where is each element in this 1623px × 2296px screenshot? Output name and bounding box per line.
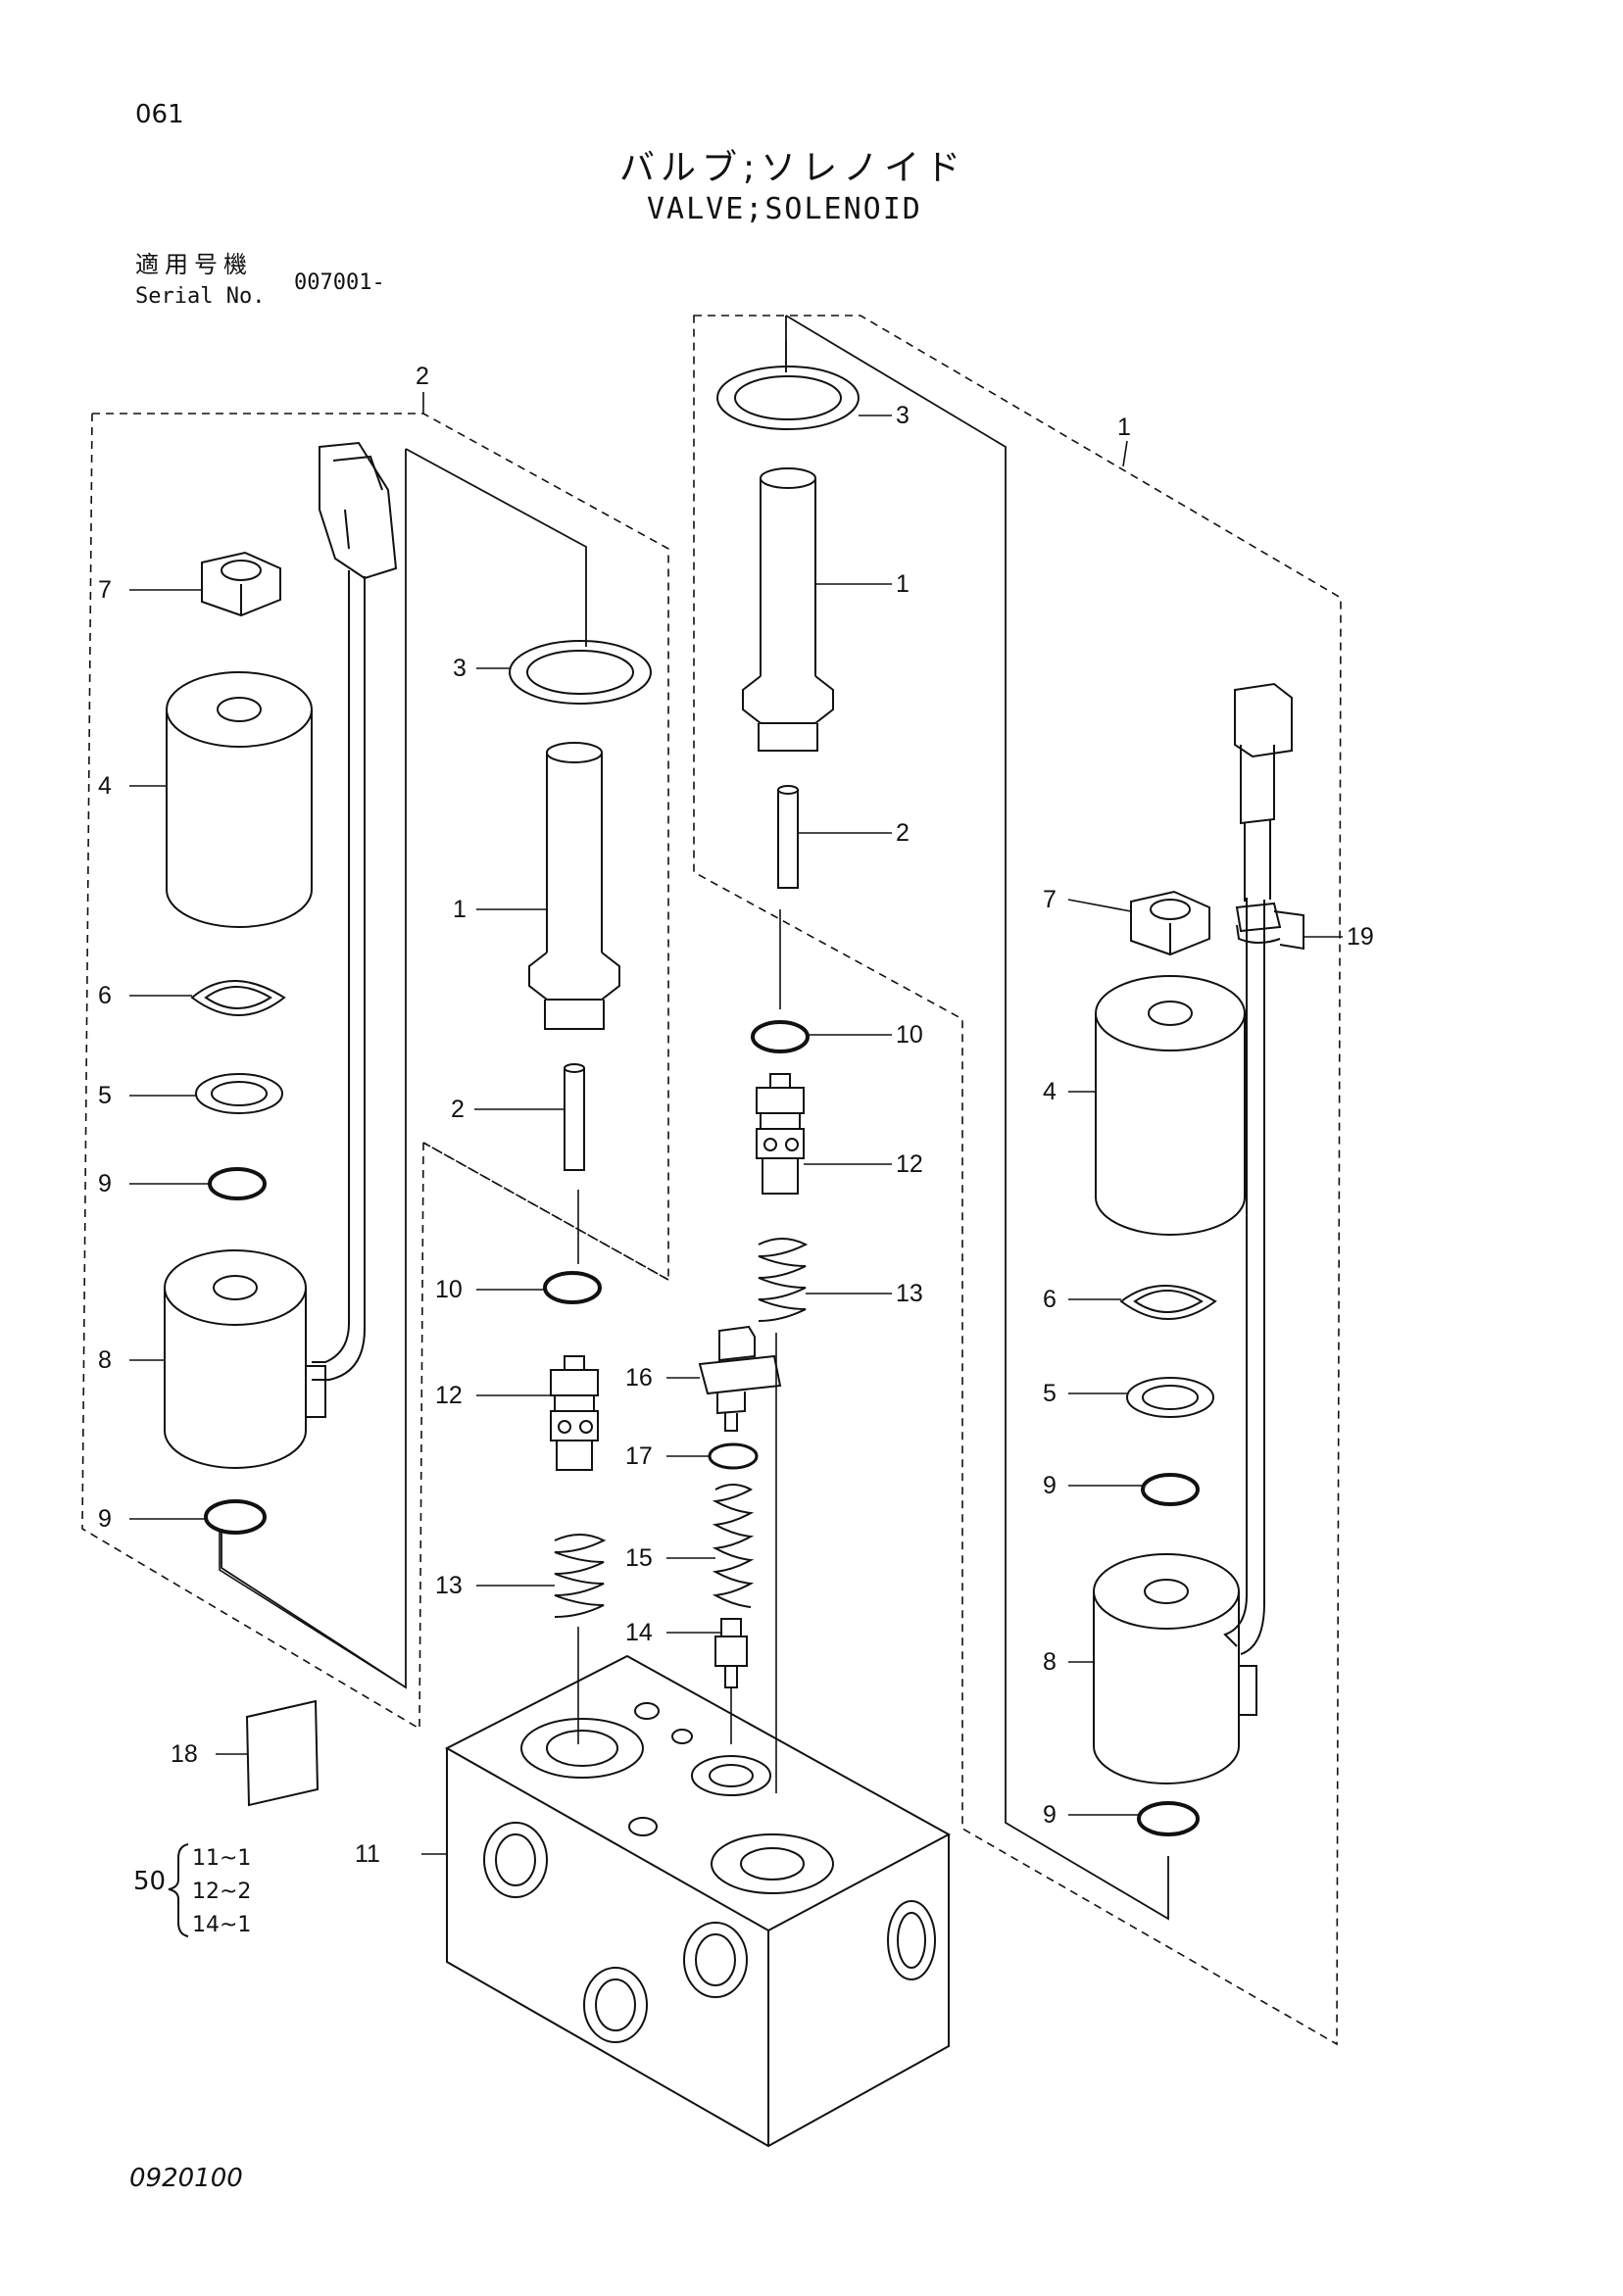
o-ring-part-9 <box>1141 1473 1200 1506</box>
callout-part-1: 1 <box>453 896 467 923</box>
serial-number-range: 007001- <box>294 270 385 295</box>
o-ring-part-10 <box>751 1020 810 1053</box>
callout-part-6: 6 <box>98 982 112 1009</box>
title-japanese: バルブ;ソレノイド <box>619 148 967 188</box>
coil-part-8 <box>1093 1553 1257 1784</box>
callout-part-9: 9 <box>1043 1801 1057 1829</box>
callout-part-10: 10 <box>435 1276 463 1303</box>
o-ring-part-9 <box>208 1167 267 1200</box>
callout-assembly-2: 2 <box>416 363 429 390</box>
callout-part-11: 11 <box>355 1840 380 1868</box>
callout-part-9: 9 <box>1043 1472 1057 1499</box>
nut-part-7 <box>1130 890 1210 956</box>
callout-part-16: 16 <box>625 1364 653 1392</box>
callout-part-8: 8 <box>98 1346 112 1374</box>
callout-part-4: 4 <box>98 772 112 800</box>
callout-part-2: 2 <box>896 819 910 847</box>
spool-part-12 <box>756 1073 805 1195</box>
washer-part-5 <box>195 1073 283 1114</box>
serial-label-english: Serial No. <box>135 284 266 309</box>
coil-part-4 <box>1095 975 1246 1236</box>
callout-part-14: 14 <box>625 1619 653 1646</box>
poppet-part-14 <box>714 1618 748 1688</box>
set-item: 14~1 <box>192 1913 252 1937</box>
callout-part-5: 5 <box>98 1082 112 1109</box>
seal-part-3 <box>509 640 652 705</box>
connector-harness-left <box>312 441 398 1381</box>
o-ring-part-17 <box>708 1442 759 1470</box>
set-item: 12~2 <box>192 1880 252 1904</box>
o-ring-part-9 <box>204 1499 267 1535</box>
page-number: 061 <box>135 100 184 129</box>
callout-part-8: 8 <box>1043 1648 1057 1676</box>
callout-part-19: 19 <box>1347 923 1374 951</box>
tube-part-1 <box>742 467 834 752</box>
clip-part-19 <box>1235 902 1304 951</box>
assembly-1-outline <box>785 315 1169 1921</box>
o-ring-part-9 <box>1137 1801 1200 1836</box>
callout-part-9: 9 <box>98 1505 112 1533</box>
plate-part-6 <box>1119 1285 1217 1320</box>
callout-part-12: 12 <box>435 1382 463 1409</box>
washer-part-5 <box>1126 1377 1214 1418</box>
plate-part-6 <box>190 980 286 1016</box>
callout-part-15: 15 <box>625 1544 653 1572</box>
spring-part-15 <box>712 1484 755 1608</box>
seal-part-3 <box>716 366 860 430</box>
assembly-1-boundary <box>693 315 1342 2046</box>
assembly-2-boundary <box>81 413 669 1731</box>
o-ring-part-10 <box>543 1271 602 1304</box>
callout-part-18: 18 <box>171 1740 198 1768</box>
valve-block-part-11 <box>444 1654 952 2148</box>
callout-part-5: 5 <box>1043 1380 1057 1407</box>
nut-part-7 <box>201 551 281 617</box>
set-item: 11~1 <box>192 1846 252 1871</box>
tube-part-1 <box>528 742 620 1030</box>
set-number: 50 <box>133 1867 167 1896</box>
callout-part-13: 13 <box>896 1280 923 1307</box>
callout-assembly-1: 1 <box>1117 414 1131 441</box>
title-english: VALVE;SOLENOID <box>647 192 922 226</box>
callout-part-7: 7 <box>98 576 112 604</box>
set-bracket <box>168 1843 189 1937</box>
drawing-number: 0920100 <box>129 2164 243 2193</box>
spool-part-12 <box>550 1355 599 1471</box>
callout-part-1: 1 <box>896 570 910 598</box>
callout-part-4: 4 <box>1043 1078 1057 1105</box>
callout-labels: 2 1 7 4 6 5 9 8 9 18 11 3 1 2 10 12 13 1… <box>98 363 1374 1868</box>
plug-part-16 <box>698 1325 782 1432</box>
serial-label-japanese: 適用号機 <box>135 251 253 278</box>
callout-part-7: 7 <box>1043 886 1057 913</box>
callout-part-2: 2 <box>451 1096 465 1123</box>
callout-part-9: 9 <box>98 1170 112 1197</box>
connector-harness-right <box>1223 682 1293 1655</box>
spring-part-13 <box>554 1534 607 1618</box>
callout-part-13: 13 <box>435 1572 463 1599</box>
coil-part-4 <box>166 671 313 928</box>
pin-part-2 <box>564 1063 585 1171</box>
assembly-2-outline <box>221 449 407 1689</box>
label-plate-part-18 <box>245 1699 320 1807</box>
callout-part-17: 17 <box>625 1442 653 1470</box>
pin-part-2 <box>777 785 799 889</box>
callout-part-10: 10 <box>896 1021 923 1049</box>
callout-part-6: 6 <box>1043 1286 1057 1313</box>
callout-part-3: 3 <box>896 402 910 429</box>
callout-part-12: 12 <box>896 1150 923 1178</box>
spring-part-13 <box>758 1238 809 1322</box>
callout-part-3: 3 <box>453 655 467 682</box>
coil-part-8 <box>164 1249 326 1469</box>
